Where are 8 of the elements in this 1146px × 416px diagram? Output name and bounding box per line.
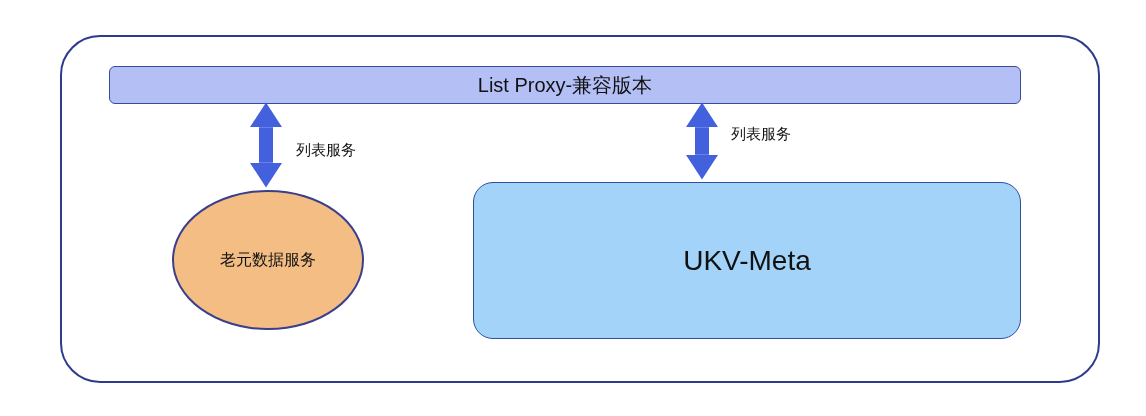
service-box	[473, 182, 1021, 339]
container-box	[60, 35, 1100, 383]
double-arrow	[685, 102, 719, 180]
node-label: 老元数据服务	[220, 249, 316, 270]
proxy-bar	[109, 66, 1021, 104]
double-arrow	[249, 102, 283, 188]
node-label: UKV-Meta	[683, 244, 811, 277]
node-label: List Proxy-兼容版本	[477, 72, 653, 98]
